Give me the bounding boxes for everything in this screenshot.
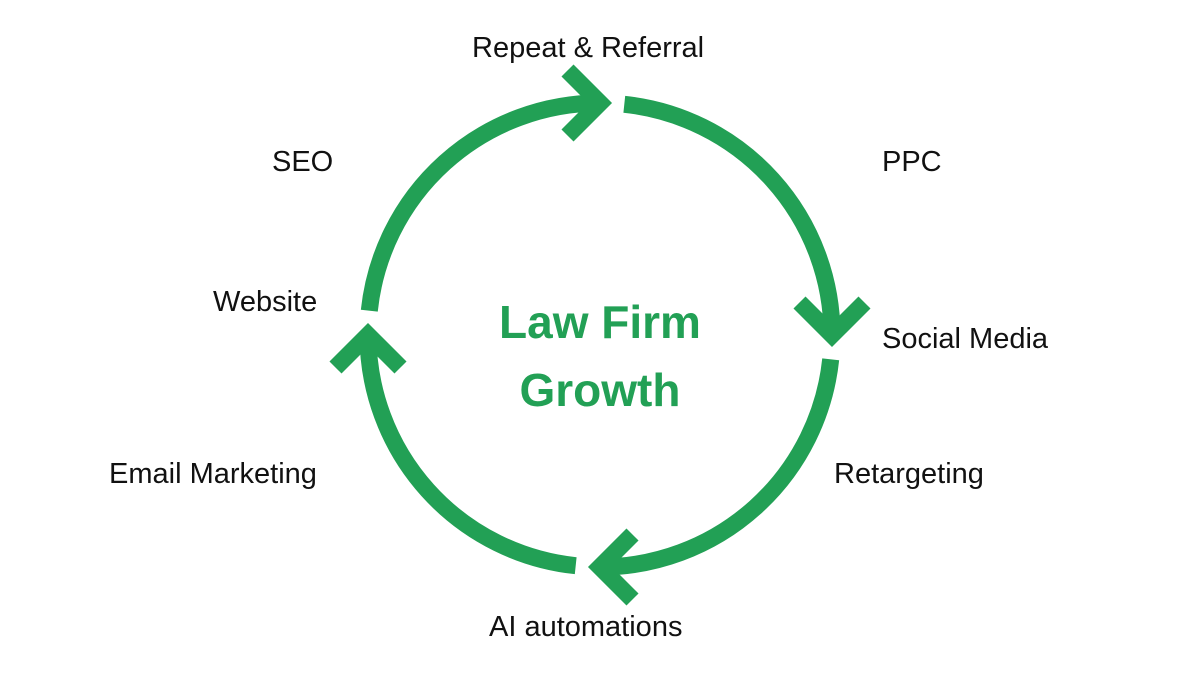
- arrow-top-right-head-icon: [793, 296, 871, 348]
- arrow-bottom-right-arc: [599, 358, 840, 576]
- stage-retargeting: Retargeting: [834, 458, 984, 490]
- stage-ai-automations: AI automations: [489, 611, 683, 643]
- center-title-line2: Growth: [519, 364, 681, 416]
- cycle-arrows: [329, 64, 871, 606]
- stage-ppc: PPC: [882, 146, 942, 178]
- arrow-bottom-left-head-icon: [329, 322, 407, 374]
- center-title: Law Firm Growth: [450, 288, 750, 424]
- center-title-line1: Law Firm: [499, 296, 701, 348]
- arrow-bottom-left-arc: [359, 334, 577, 575]
- stage-seo: SEO: [272, 146, 334, 178]
- arrow-bottom-right-head-icon: [587, 528, 639, 606]
- arrow-top-left-arc: [360, 94, 601, 312]
- stage-social-media: Social Media: [882, 323, 1049, 355]
- arrow-top-right-arc: [623, 95, 841, 336]
- stage-repeat-referral: Repeat & Referral: [472, 32, 705, 64]
- stage-website: Website: [213, 286, 318, 318]
- stage-email-marketing: Email Marketing: [109, 458, 317, 490]
- arrow-top-left-head-icon: [561, 64, 613, 142]
